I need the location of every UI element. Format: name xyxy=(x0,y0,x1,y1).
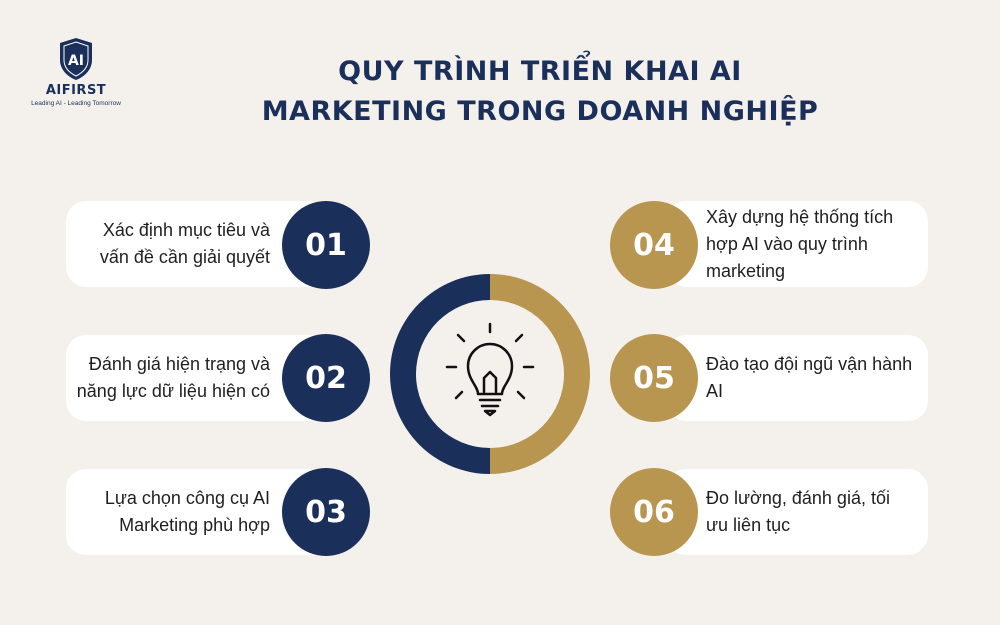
step-badge-03: 03 xyxy=(282,468,370,556)
step-number-02: 02 xyxy=(305,360,347,396)
step-badge-01: 01 xyxy=(282,201,370,289)
step-number-01: 01 xyxy=(305,227,347,263)
step-card-06: Đo lường, đánh giá, tối ưu liên tục xyxy=(666,469,928,555)
title-line-1: QUY TRÌNH TRIỂN KHAI AI xyxy=(338,56,742,87)
step-badge-02: 02 xyxy=(282,334,370,422)
emblem-text: AI xyxy=(68,53,84,69)
step-badge-06: 06 xyxy=(610,468,698,556)
brand-name: AIFIRST xyxy=(45,83,107,98)
shield-emblem-icon: AI xyxy=(60,38,92,80)
step-card-04: Xây dựng hệ thống tích hợp AI vào quy tr… xyxy=(666,201,928,287)
step-card-05: Đào tạo đội ngũ vận hành AI xyxy=(666,335,928,421)
step-text-02: Đánh giá hiện trạng và năng lực dữ liệu … xyxy=(76,354,270,401)
step-card-03: Lựa chọn công cụ AI Marketing phù hợp xyxy=(66,469,328,555)
step-text-01: Xác định mục tiêu và vấn đề cần giải quy… xyxy=(99,220,270,267)
step-text-05: Đào tạo đội ngũ vận hành AI xyxy=(706,354,913,401)
step-text-03: Lựa chọn công cụ AI Marketing phù hợp xyxy=(104,488,270,535)
step-text-04: Xây dựng hệ thống tích hợp AI vào quy tr… xyxy=(706,206,894,281)
step-text-06: Đo lường, đánh giá, tối ưu liên tục xyxy=(706,488,890,535)
brand-tagline: Leading AI - Leading Tomorrow xyxy=(31,100,121,107)
ring-left-half-navy xyxy=(390,274,490,474)
step-badge-05: 05 xyxy=(610,334,698,422)
title-line-2: MARKETING TRONG DOANH NGHIỆP xyxy=(261,96,819,127)
brand-logo: AI AIFIRST Leading AI - Leading Tomorrow xyxy=(26,36,126,107)
step-number-05: 05 xyxy=(633,360,675,396)
step-badge-04: 04 xyxy=(610,201,698,289)
lightbulb-icon xyxy=(445,322,535,417)
center-ring xyxy=(390,274,590,474)
step-number-03: 03 xyxy=(305,494,347,530)
step-number-06: 06 xyxy=(633,494,675,530)
page-title: QUY TRÌNH TRIỂN KHAI AI MARKETING TRONG … xyxy=(190,52,890,132)
step-number-04: 04 xyxy=(633,227,675,263)
ring-right-half-gold xyxy=(490,274,590,474)
